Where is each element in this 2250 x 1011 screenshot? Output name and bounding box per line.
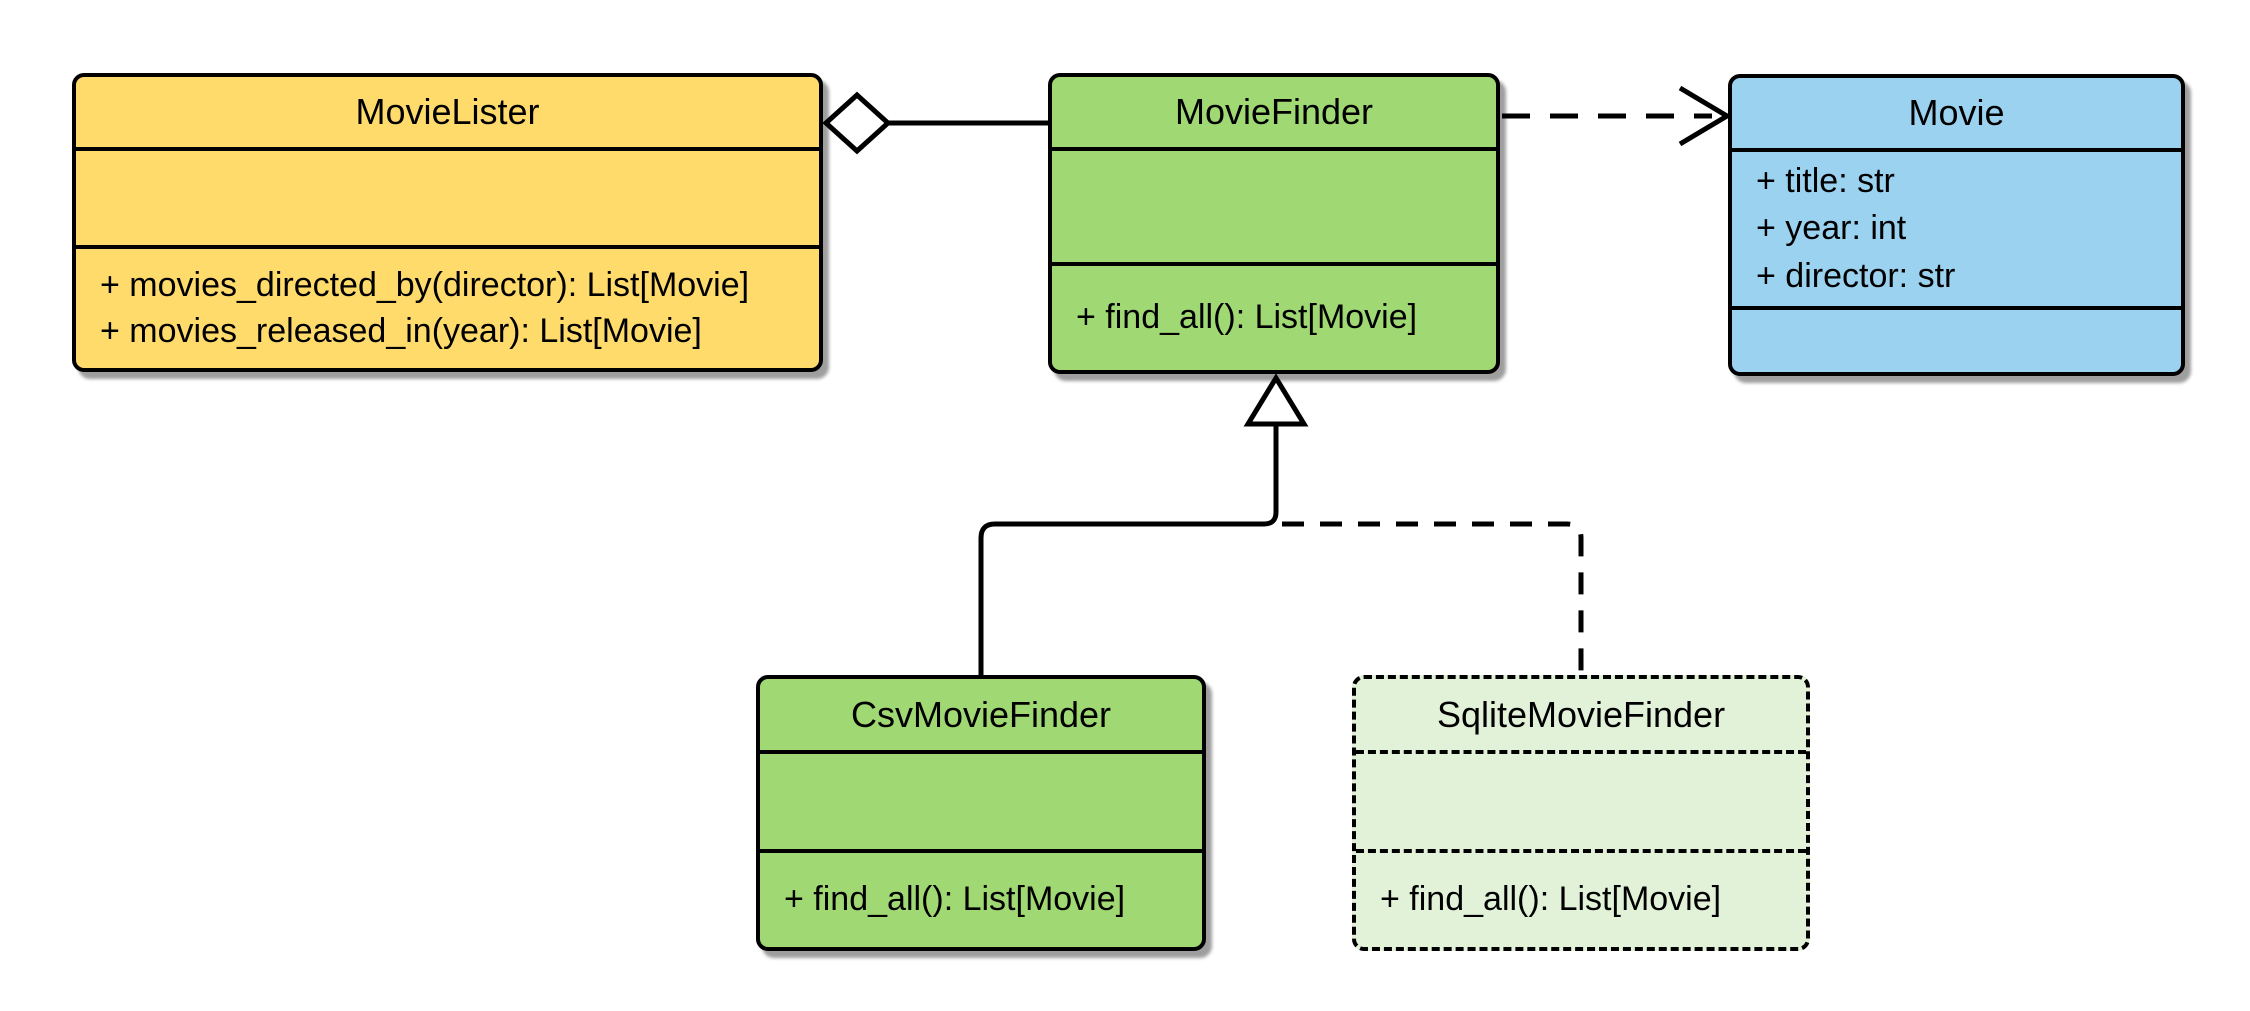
attributes-compartment: [1052, 147, 1496, 262]
class-name-label: CsvMovieFinder: [850, 693, 1112, 735]
attribute-label: + year: int: [1756, 209, 1907, 248]
class-sqlitemoviefinder[interactable]: SqliteMovieFinder + find_all(): List[Mov…: [1352, 675, 1810, 951]
generalization-triangle-icon[interactable]: [1243, 373, 1309, 427]
class-name-label: Movie: [1908, 92, 2005, 133]
method-label: + find_all(): List[Movie]: [1380, 880, 1722, 919]
attributes-compartment: + title: str + year: int + director: str: [1732, 148, 2181, 306]
method-label: + movies_directed_by(director): List[Mov…: [100, 265, 750, 304]
method-label: + movies_released_in(year): List[Movie]: [100, 311, 702, 350]
methods-compartment: + find_all(): List[Movie]: [1356, 849, 1806, 947]
class-name-label: MovieFinder: [1174, 91, 1374, 132]
class-title: MovieLister: [76, 77, 819, 147]
class-name-label: MovieLister: [355, 91, 540, 132]
methods-compartment: [1732, 306, 2181, 372]
dependency-open-arrow-icon[interactable]: [1678, 85, 1732, 147]
methods-compartment: + find_all(): List[Movie]: [760, 849, 1202, 947]
class-name-label: SqliteMovieFinder: [1436, 693, 1726, 735]
class-csvmoviefinder[interactable]: CsvMovieFinder + find_all(): List[Movie]: [756, 675, 1206, 951]
class-title: CsvMovieFinder: [760, 679, 1202, 750]
aggregation-diamond-icon[interactable]: [822, 91, 892, 155]
generalization-branch-sqlite[interactable]: [1282, 521, 1584, 677]
class-moviefinder[interactable]: MovieFinder + find_all(): List[Movie]: [1048, 73, 1500, 374]
class-movielister[interactable]: MovieLister + movies_directed_by(directo…: [72, 73, 823, 372]
methods-compartment: + find_all(): List[Movie]: [1052, 262, 1496, 370]
attributes-compartment: [76, 147, 819, 245]
attributes-compartment: [1356, 750, 1806, 849]
method-label: + find_all(): List[Movie]: [784, 880, 1126, 919]
attributes-compartment: [760, 750, 1202, 849]
attribute-label: + title: str: [1756, 161, 1895, 200]
class-title: SqliteMovieFinder: [1356, 679, 1806, 750]
class-title: MovieFinder: [1052, 77, 1496, 147]
methods-compartment: + movies_directed_by(director): List[Mov…: [76, 245, 819, 368]
class-movie[interactable]: Movie + title: str + year: int + directo…: [1728, 74, 2185, 376]
method-label: + find_all(): List[Movie]: [1076, 298, 1418, 337]
attribute-label: + director: str: [1756, 256, 1956, 295]
generalization-branch-csv[interactable]: [978, 424, 1279, 677]
class-title: Movie: [1732, 78, 2181, 148]
